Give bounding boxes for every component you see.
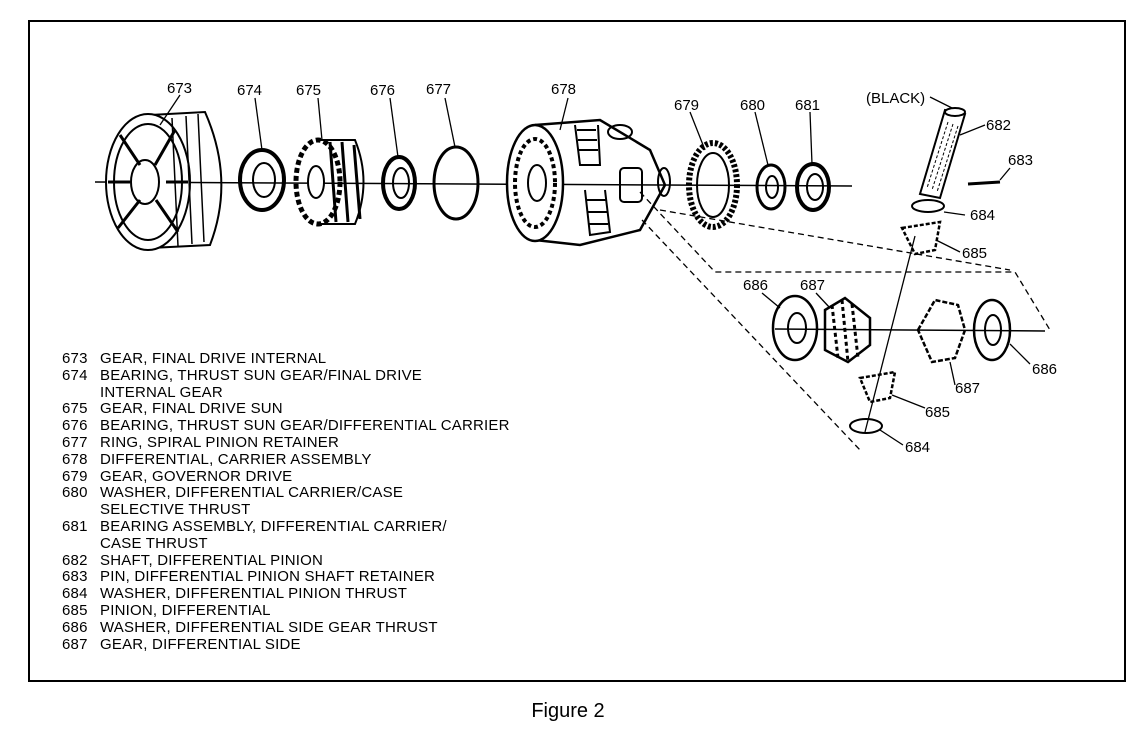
legend-description: PIN, DIFFERENTIAL PINION SHAFT RETAINER bbox=[100, 568, 436, 586]
part-681-thrust-bearing bbox=[795, 162, 831, 212]
legend-number: 686 bbox=[62, 618, 88, 636]
callout-676: 676 bbox=[370, 82, 395, 99]
part-676-thrust-bearing bbox=[381, 155, 417, 211]
legend-number: 683 bbox=[62, 568, 88, 586]
legend-description: RING, SPIRAL PINION RETAINER bbox=[100, 433, 339, 451]
legend-item-673: 673 GEAR, FINAL DRIVE INTERNAL bbox=[62, 350, 582, 368]
callout-680: 680 bbox=[740, 97, 765, 114]
figure-frame bbox=[28, 20, 1126, 682]
part-679-governor-drive-gear bbox=[686, 140, 740, 230]
part-686-right-side-washer bbox=[972, 298, 1012, 362]
legend-item-677: 677 RING, SPIRAL PINION RETAINER bbox=[62, 433, 582, 452]
part-685-lower-pinion bbox=[858, 370, 897, 404]
leader-lines bbox=[159, 94, 1031, 446]
callout-686-left: 686 bbox=[743, 277, 768, 294]
legend-number: 687 bbox=[62, 635, 88, 653]
callout-687-left: 687 bbox=[800, 277, 825, 294]
legend-number: 676 bbox=[62, 417, 88, 435]
legend-number: 679 bbox=[62, 467, 88, 485]
legend-description: GEAR, GOVERNOR DRIVE bbox=[100, 467, 293, 485]
legend-number: 680 bbox=[62, 484, 88, 502]
legend-description: WASHER, DIFFERENTIAL CARRIER/CASE SELECT… bbox=[100, 484, 404, 519]
callout-675: 675 bbox=[296, 82, 321, 99]
legend-description: BEARING, THRUST SUN GEAR/DIFFERENTIAL CA… bbox=[100, 417, 510, 435]
callout-685-upper: 685 bbox=[962, 245, 987, 262]
legend-description: WASHER, DIFFERENTIAL SIDE GEAR THRUST bbox=[100, 618, 438, 636]
legend-description: WASHER, DIFFERENTIAL PINION THRUST bbox=[100, 585, 408, 603]
callout-684-lower: 684 bbox=[905, 439, 930, 456]
callout-686-right: 686 bbox=[1032, 361, 1057, 378]
legend-description: GEAR, DIFFERENTIAL SIDE bbox=[100, 635, 301, 653]
legend-description: BEARING, THRUST SUN GEAR/FINAL DRIVE INT… bbox=[100, 366, 422, 401]
legend-item-681: 681 BEARING ASSEMBLY, DIFFERENTIAL CARRIE… bbox=[62, 517, 582, 553]
pinion-axis bbox=[864, 235, 916, 433]
part-684-upper-thrust-washer bbox=[911, 199, 945, 213]
figure-caption: Figure 2 bbox=[531, 700, 605, 722]
legend-item-684: 684 WASHER, DIFFERENTIAL PINION THRUST bbox=[62, 585, 582, 603]
callout-673: 673 bbox=[167, 80, 192, 97]
callout-679: 679 bbox=[674, 97, 699, 114]
legend-description: PINION, DIFFERENTIAL bbox=[100, 601, 271, 619]
callout-685-lower: 685 bbox=[925, 404, 950, 421]
callout-678: 678 bbox=[551, 81, 576, 98]
callout-684-upper: 684 bbox=[970, 207, 995, 224]
legend-number: 681 bbox=[62, 517, 88, 535]
callout-681: 681 bbox=[795, 97, 820, 114]
part-687-right-side-gear bbox=[916, 298, 967, 364]
part-673-internal-gear bbox=[105, 110, 223, 251]
legend-description: DIFFERENTIAL, CARRIER ASSEMBLY bbox=[100, 450, 372, 468]
legend-number: 677 bbox=[62, 433, 88, 451]
part-686-left-side-washer bbox=[771, 294, 819, 362]
legend-item-686: 686 WASHER, DIFFERENTIAL SIDE GEAR THRUST bbox=[62, 618, 582, 637]
legend-number: 674 bbox=[62, 366, 88, 384]
legend-item-687: 687 GEAR, DIFFERENTIAL SIDE bbox=[62, 635, 582, 654]
legend-number: 675 bbox=[62, 400, 88, 418]
legend-description: BEARING ASSEMBLY, DIFFERENTIAL CARRIER/ … bbox=[100, 517, 447, 552]
part-675-sun-gear bbox=[293, 137, 365, 227]
legend-description: GEAR, FINAL DRIVE SUN bbox=[100, 400, 283, 418]
legend-item-682: 682 SHAFT, DIFFERENTIAL PINION bbox=[62, 551, 582, 570]
legend-item-674: 674 BEARING, THRUST SUN GEAR/FINAL DRIVE … bbox=[62, 366, 582, 402]
legend-item-678: 678 DIFFERENTIAL, CARRIER ASSEMBLY bbox=[62, 450, 582, 469]
part-677-retainer-ring bbox=[432, 145, 480, 221]
legend-number: 678 bbox=[62, 450, 88, 468]
legend-item-685: 685 PINION, DIFFERENTIAL bbox=[62, 601, 582, 620]
legend-item-679: 679 GEAR, GOVERNOR DRIVE bbox=[62, 467, 582, 486]
legend-number: 682 bbox=[62, 551, 88, 569]
callout-black: (BLACK) bbox=[866, 90, 925, 107]
callout-677: 677 bbox=[426, 81, 451, 98]
part-680-selective-thrust-washer bbox=[755, 163, 787, 211]
legend-item-676: 676 BEARING, THRUST SUN GEAR/DIFFERENTIAL… bbox=[62, 417, 582, 435]
legend-item-675: 675 GEAR, FINAL DRIVE SUN bbox=[62, 401, 582, 418]
part-684-lower-thrust-washer bbox=[849, 418, 883, 434]
callout-687-right: 687 bbox=[955, 380, 980, 397]
part-678-differential-carrier bbox=[505, 118, 671, 247]
legend-number: 684 bbox=[62, 585, 88, 603]
side-gear-axis bbox=[774, 328, 1046, 332]
callout-674: 674 bbox=[237, 82, 262, 99]
legend-item-680: 680 WASHER, DIFFERENTIAL CARRIER/CASE SEL… bbox=[62, 485, 582, 519]
part-683-retainer-pin bbox=[967, 180, 1001, 186]
part-682-pinion-shaft bbox=[918, 107, 967, 200]
part-687-left-side-gear bbox=[823, 296, 872, 364]
callout-682: 682 bbox=[986, 117, 1011, 134]
callout-683: 683 bbox=[1008, 152, 1033, 169]
legend-item-683: 683 PIN, DIFFERENTIAL PINION SHAFT RETAIN… bbox=[62, 569, 582, 586]
legend-description: GEAR, FINAL DRIVE INTERNAL bbox=[100, 350, 327, 367]
offset-axis-line bbox=[639, 191, 1051, 451]
part-674-thrust-bearing bbox=[238, 148, 286, 212]
legend-description: SHAFT, DIFFERENTIAL PINION bbox=[100, 551, 324, 569]
legend-number: 673 bbox=[62, 350, 88, 367]
part-685-upper-pinion bbox=[900, 220, 942, 256]
legend-number: 685 bbox=[62, 601, 88, 619]
